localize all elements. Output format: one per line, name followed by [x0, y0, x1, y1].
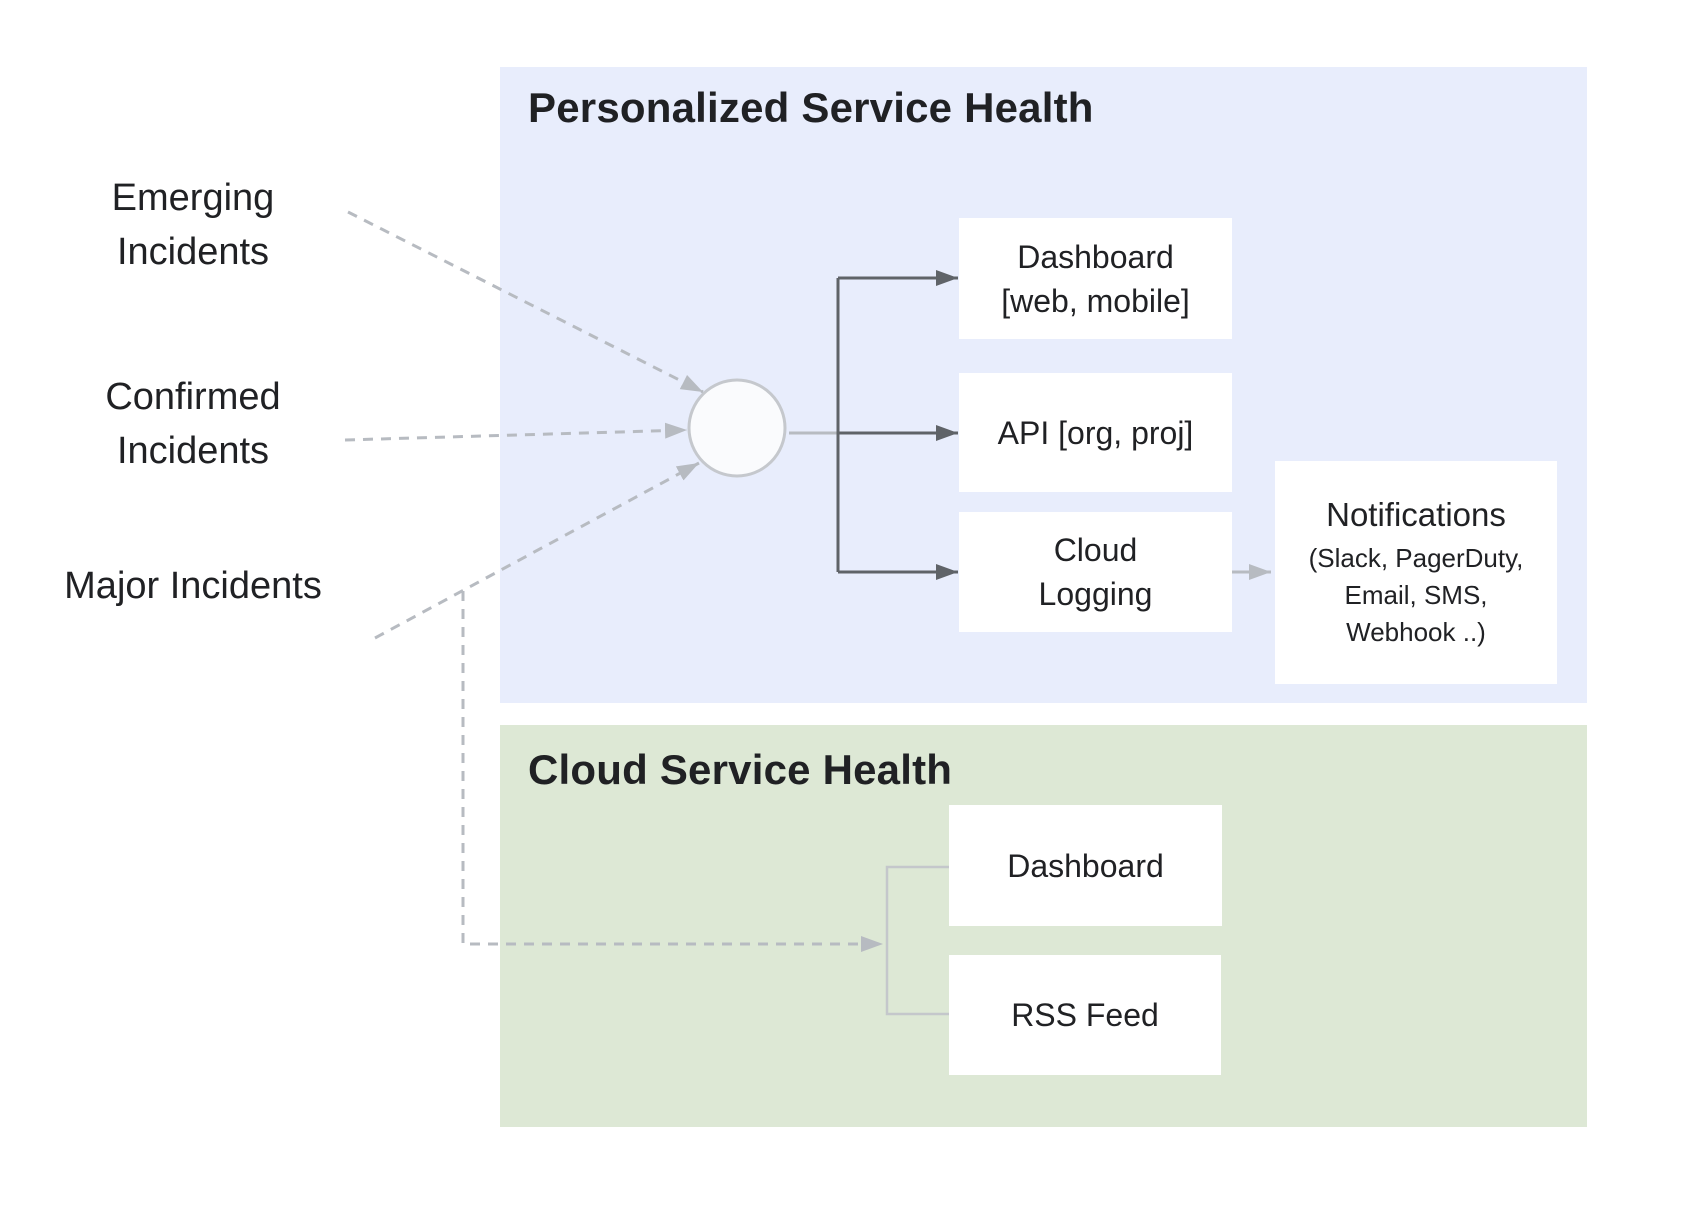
node-api: API [org, proj]	[959, 373, 1232, 492]
node-dashboard-web-mobile-label: Dashboard [web, mobile]	[1001, 238, 1190, 319]
node-cloud-logging-label: Cloud Logging	[1038, 532, 1153, 612]
node-cloud-dashboard: Dashboard	[949, 805, 1222, 926]
node-cloud-dashboard-label: Dashboard	[1007, 847, 1164, 884]
personalized-panel-title: Personalized Service Health	[528, 84, 1094, 131]
node-cloud-logging: Cloud Logging	[959, 512, 1232, 632]
node-api-label: API [org, proj]	[997, 414, 1194, 451]
label-emerging-incidents: Emerging Incidents	[111, 177, 275, 273]
label-confirmed-incidents: Confirmed Incidents	[105, 376, 281, 472]
node-rss-feed: RSS Feed	[949, 955, 1221, 1075]
node-notifications-subtitle: (Slack, PagerDuty, Email, SMS, Webhook .…	[1308, 543, 1524, 647]
label-major-incidents: Major Incidents	[64, 565, 322, 607]
node-notifications-title: Notifications	[1326, 496, 1506, 533]
node-dashboard-web-mobile: Dashboard [web, mobile]	[959, 218, 1232, 339]
node-notifications: Notifications (Slack, PagerDuty, Email, …	[1275, 461, 1557, 684]
cloud-panel-title: Cloud Service Health	[528, 746, 953, 793]
node-rss-feed-label: RSS Feed	[1011, 997, 1159, 1033]
